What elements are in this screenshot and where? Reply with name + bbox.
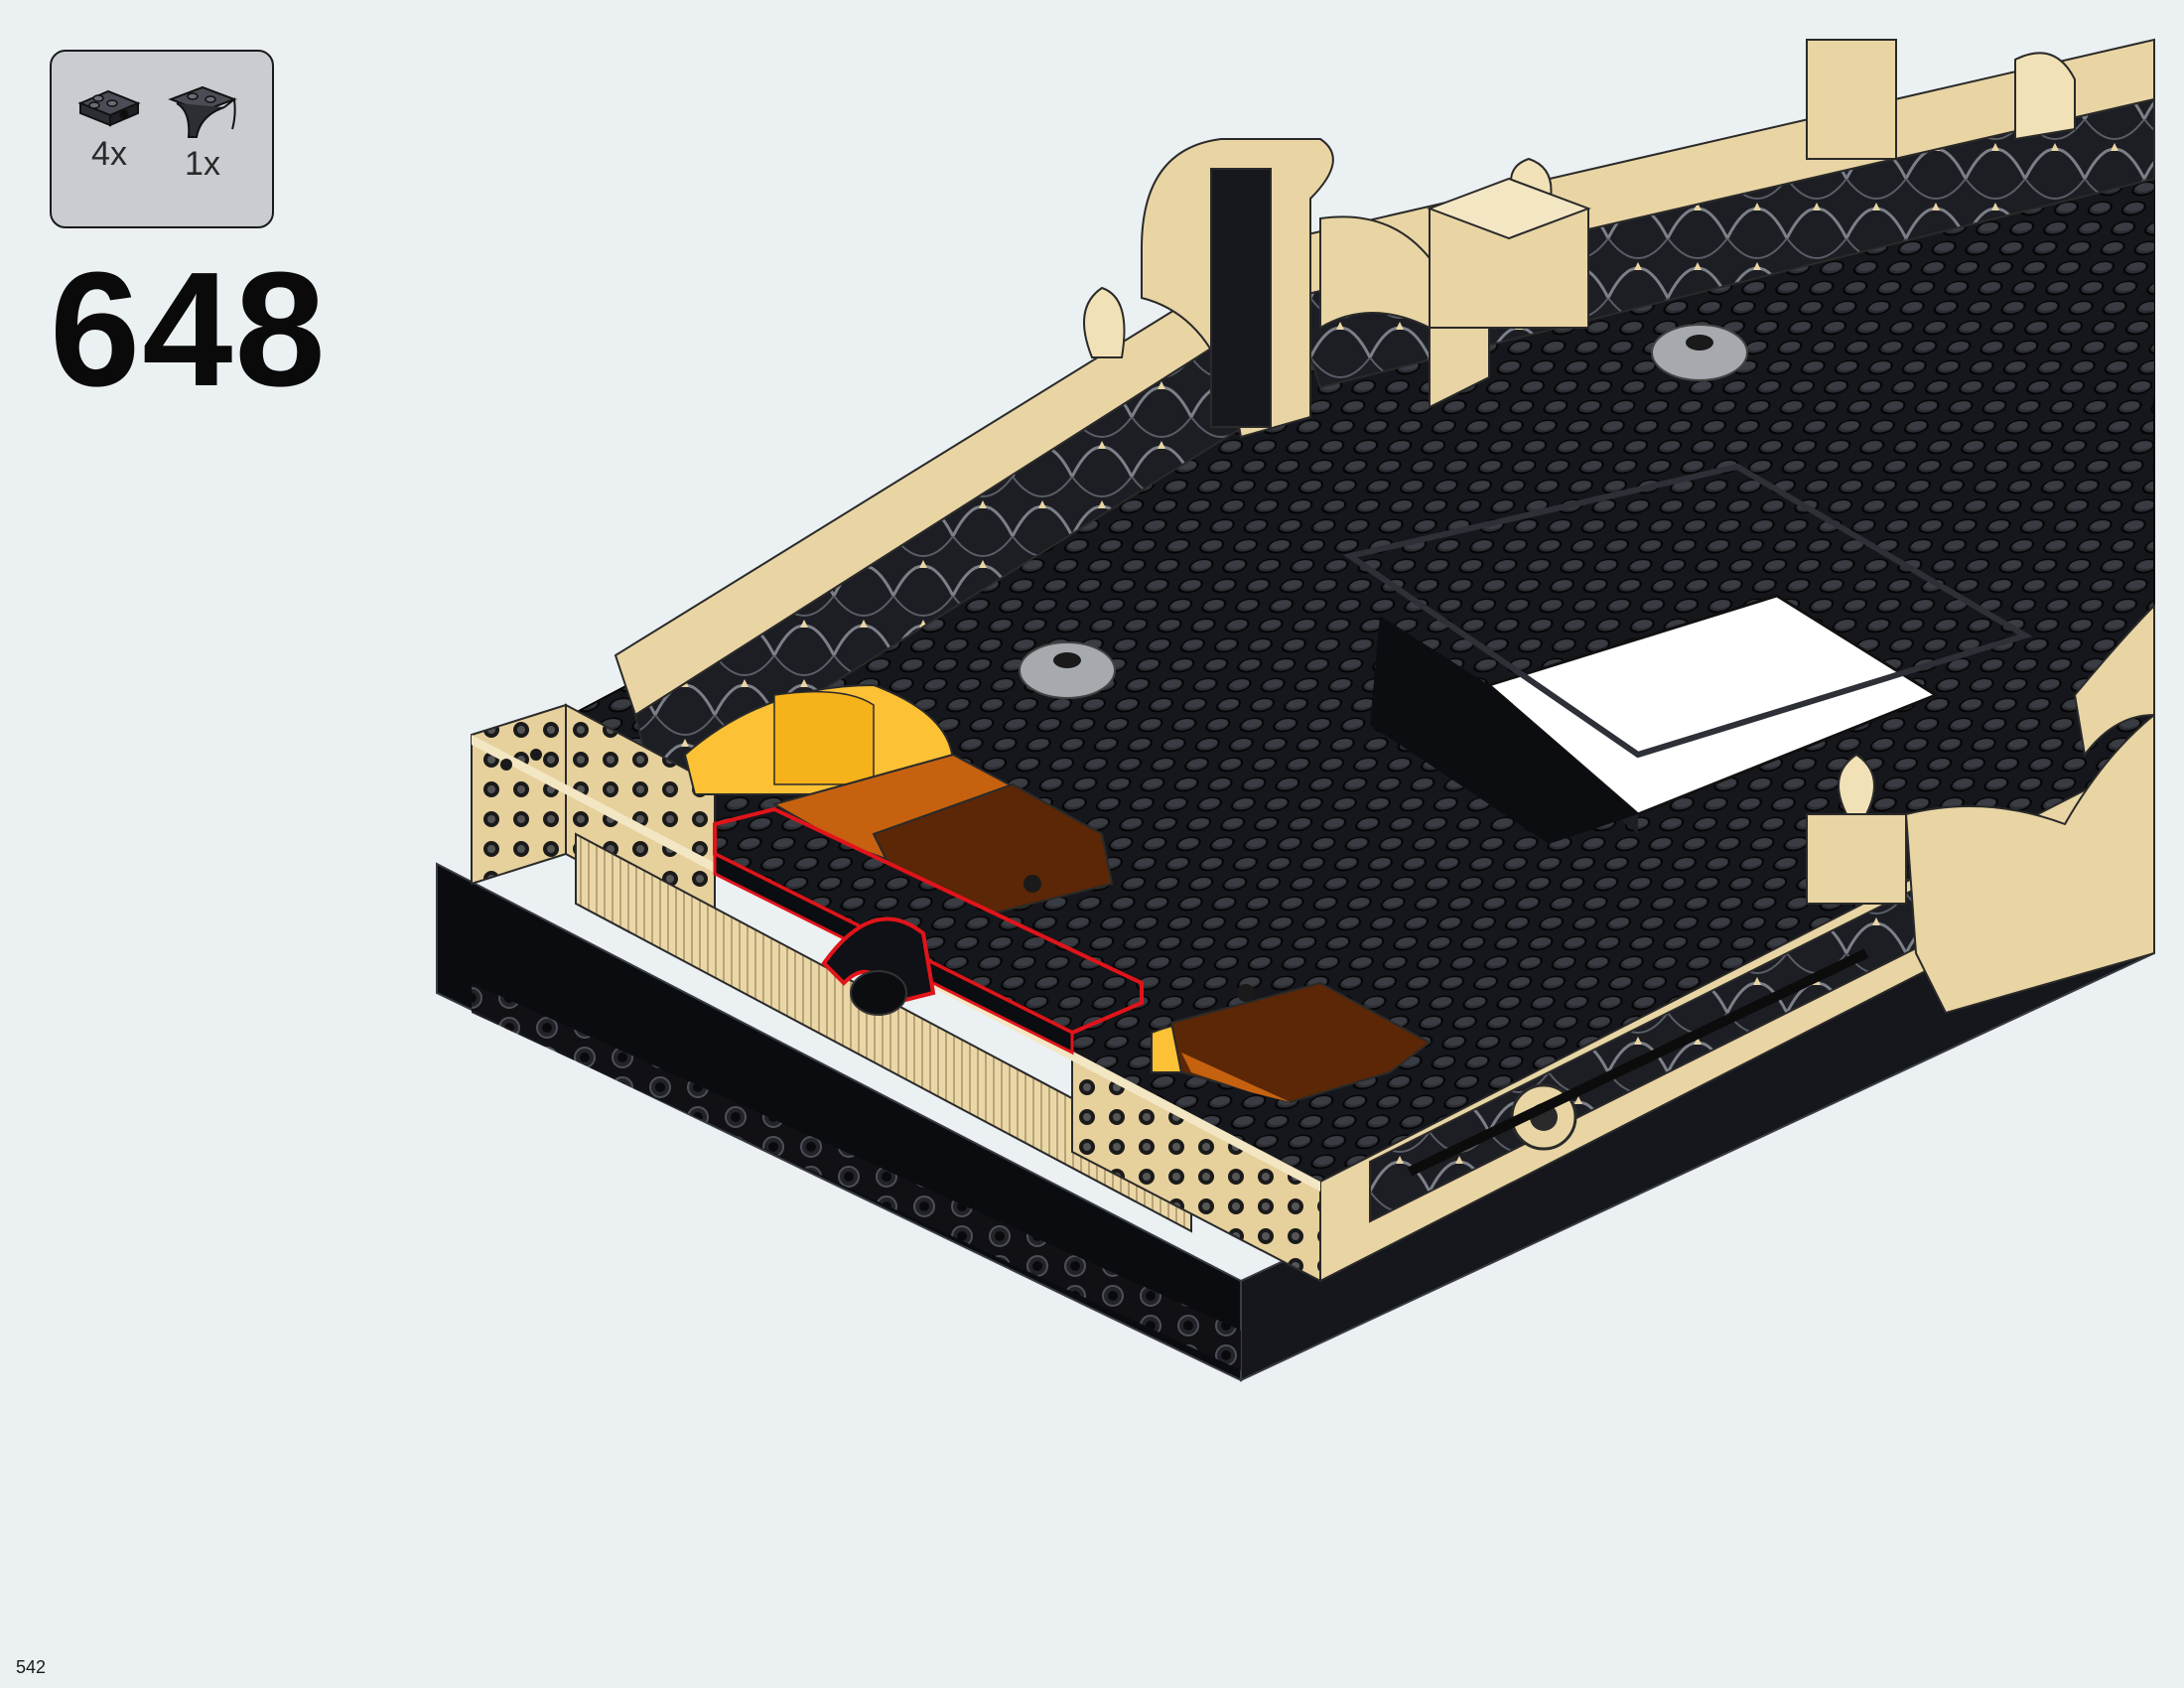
part-quantity: 4x	[91, 135, 127, 173]
parts-callout: 4x 1x	[50, 50, 274, 228]
part-quantity: 1x	[185, 145, 220, 183]
part-item: 4x	[69, 81, 149, 174]
step-number: 648	[50, 238, 328, 420]
curved-mudguard-plate-icon	[168, 85, 237, 138]
page-number: 542	[16, 1657, 47, 1677]
part-item: 1x	[163, 81, 242, 184]
plate-2x2-with-pin-hole-icon	[77, 89, 141, 127]
